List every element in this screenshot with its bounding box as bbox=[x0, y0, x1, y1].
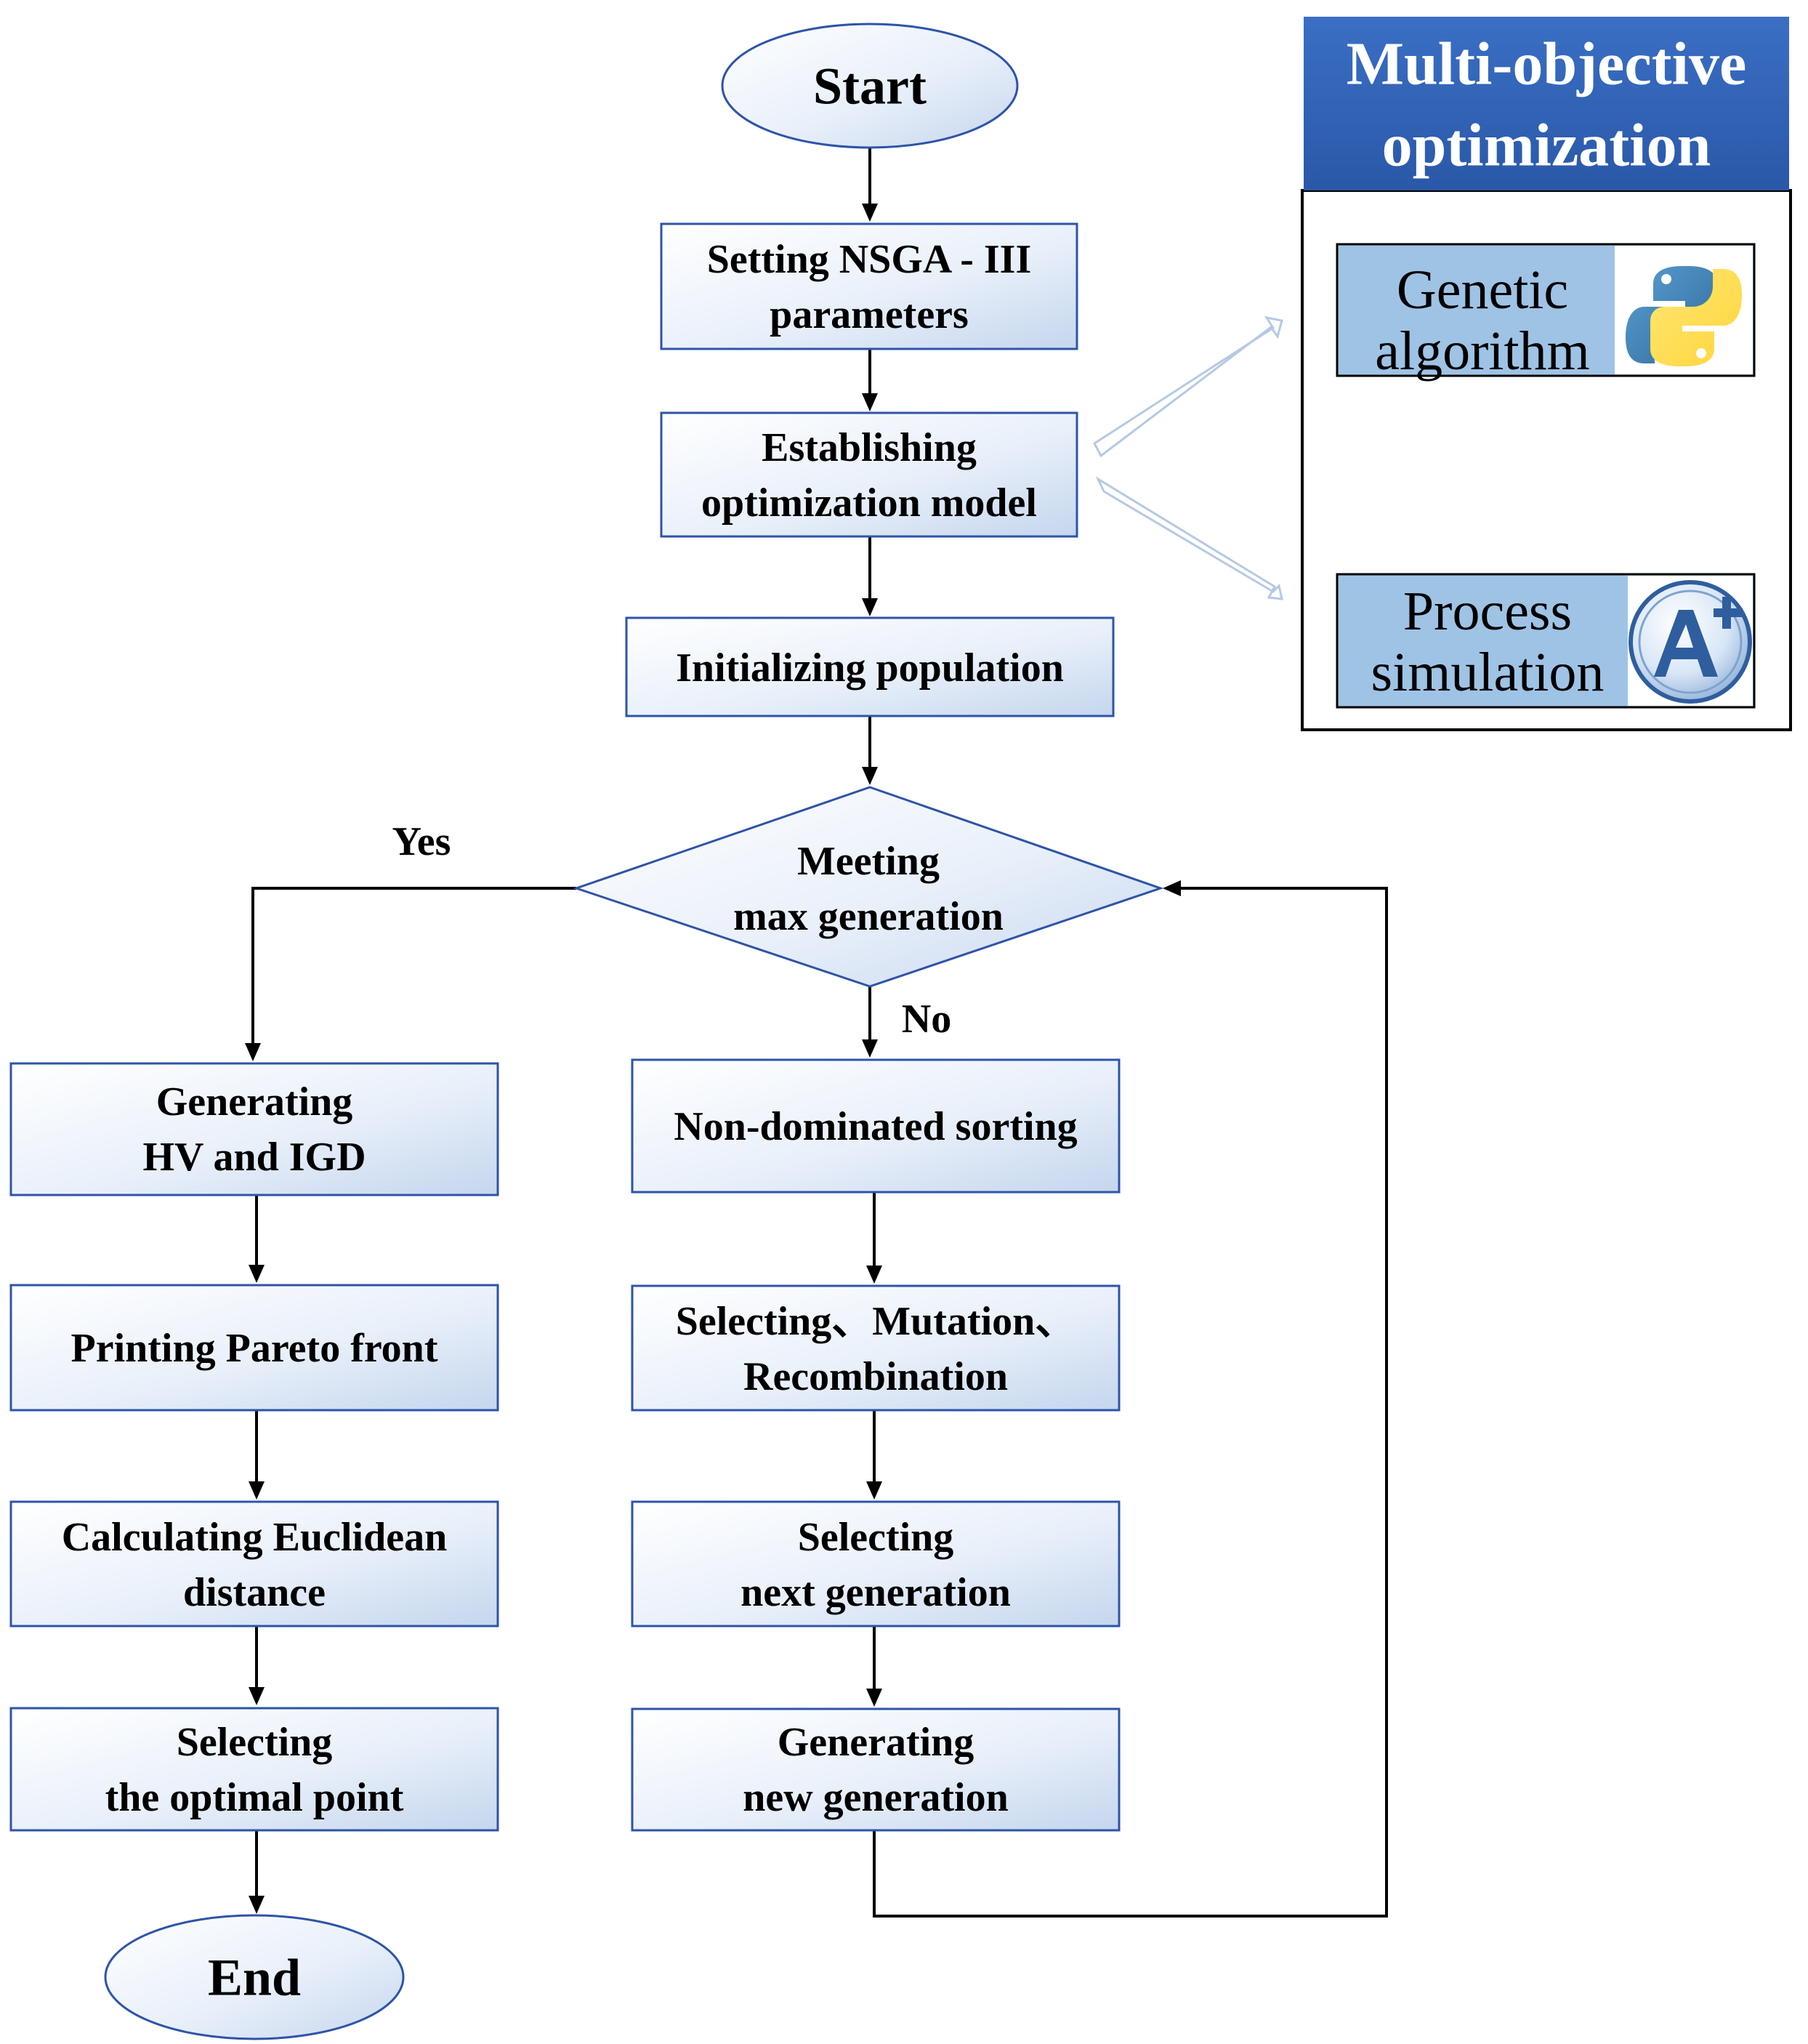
edge-selnext-to-gennew bbox=[866, 1626, 882, 1707]
text-line: Recombination bbox=[743, 1354, 1008, 1399]
edge-decision-no-to-nondominated bbox=[862, 986, 878, 1058]
edge-establish-to-initpop bbox=[862, 536, 878, 616]
hollow-arrow-to-process bbox=[1095, 476, 1283, 600]
text-line: Genetic bbox=[1397, 259, 1568, 321]
aspen-plus-logo-icon bbox=[1629, 580, 1752, 704]
selecting-next-generation-box: Selecting next generation bbox=[631, 1500, 1121, 1627]
text-line: End bbox=[208, 1949, 301, 2007]
text-line: Establishing bbox=[762, 425, 977, 470]
start-node: Start bbox=[721, 23, 1019, 149]
text-line: Selecting bbox=[798, 1515, 954, 1560]
edge-genhv-to-pareto bbox=[249, 1195, 265, 1283]
text-line: Non-dominated sorting bbox=[674, 1104, 1077, 1149]
text-line: Generating bbox=[778, 1720, 974, 1765]
text-line: Calculating Euclidean bbox=[62, 1515, 448, 1560]
text-line: Initializing population bbox=[676, 645, 1064, 691]
end-node: End bbox=[104, 1914, 405, 2040]
text-line: the optimal point bbox=[105, 1775, 404, 1820]
text-line: Selecting bbox=[177, 1720, 333, 1765]
text-line: Start bbox=[813, 57, 927, 116]
generating-hv-igd-box: Generating HV and IGD bbox=[9, 1062, 499, 1196]
initializing-population-box: Initializing population bbox=[625, 616, 1115, 717]
text-line: HV and IGD bbox=[142, 1135, 366, 1180]
svg-text:End: End bbox=[208, 1949, 301, 2007]
non-dominated-sorting-box: Non-dominated sorting bbox=[631, 1058, 1121, 1194]
svg-text:Start: Start bbox=[813, 57, 927, 116]
svg-text:Initializing population: Initializing population bbox=[676, 645, 1064, 691]
edge-setparams-to-establish bbox=[862, 349, 878, 411]
edge-nondominated-to-selmutrec bbox=[866, 1192, 882, 1284]
no-label: No bbox=[902, 997, 951, 1042]
svg-text:Selecting、Mutation、Recombinati: Selecting、Mutation、 Recombination bbox=[676, 1299, 1076, 1399]
edge-initpop-to-decision bbox=[862, 716, 878, 785]
text-line: simulation bbox=[1371, 642, 1605, 703]
text-line: max generation bbox=[733, 894, 1004, 939]
text-line: optimization bbox=[1382, 112, 1711, 180]
yes-label: Yes bbox=[392, 819, 451, 864]
text-line: optimization model bbox=[701, 480, 1037, 526]
text-line: Generating bbox=[156, 1079, 353, 1124]
panel-title: Multi-objective optimization bbox=[1304, 17, 1789, 190]
text-line: Selecting、Mutation、 bbox=[676, 1299, 1076, 1344]
text-line: Printing Pareto front bbox=[71, 1326, 438, 1371]
generating-new-generation-box: Generating new generation bbox=[631, 1707, 1121, 1832]
text-line: Multi-objective bbox=[1347, 31, 1746, 98]
establishing-model-box: Establishing optimization model bbox=[660, 411, 1078, 538]
python-logo-icon bbox=[1626, 266, 1742, 366]
text-line: Process bbox=[1403, 581, 1572, 642]
text-line: Meeting bbox=[797, 839, 940, 884]
edge-selectopt-to-end bbox=[249, 1830, 265, 1914]
calculating-euclidean-box: Calculating Euclidean distance bbox=[9, 1500, 499, 1627]
text-line: new generation bbox=[743, 1775, 1009, 1820]
hollow-arrow-to-genetic bbox=[1093, 315, 1283, 458]
edge-pareto-to-euclid bbox=[249, 1410, 265, 1500]
selecting-mutation-box: Selecting、Mutation、 Recombination bbox=[631, 1284, 1121, 1412]
selecting-optimal-box: Selecting the optimal point bbox=[9, 1707, 499, 1832]
text-line: algorithm bbox=[1375, 321, 1590, 382]
edge-euclid-to-selectopt bbox=[249, 1626, 265, 1705]
text-line: Setting NSGA - III bbox=[707, 237, 1032, 282]
svg-text:Non-dominated sorting: Non-dominated sorting bbox=[674, 1104, 1077, 1149]
setting-parameters-box: Setting NSGA - III parameters bbox=[660, 222, 1078, 350]
svg-text:Printing Pareto front: Printing Pareto front bbox=[71, 1326, 438, 1371]
edge-gennew-loop-to-decision bbox=[873, 880, 1388, 1918]
text-line: parameters bbox=[770, 292, 969, 337]
edge-decision-yes-to-genhv bbox=[245, 887, 576, 1061]
edge-selmutrec-to-selnext bbox=[866, 1410, 882, 1500]
edge-start-to-setparams bbox=[862, 148, 878, 222]
decision-diamond: Meeting max generation bbox=[573, 786, 1164, 988]
printing-pareto-box: Printing Pareto front bbox=[9, 1284, 499, 1412]
text-line: next generation bbox=[740, 1570, 1011, 1615]
text-line: distance bbox=[183, 1570, 326, 1615]
